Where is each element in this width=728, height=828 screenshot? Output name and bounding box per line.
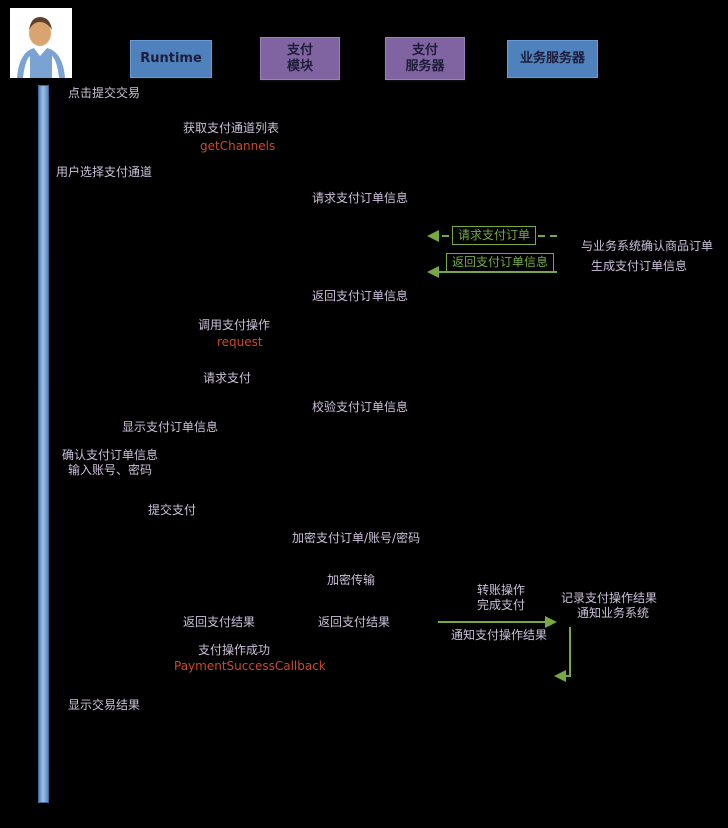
msg-pay-op-success: 支付操作成功 [198,643,271,657]
msg-payment-callback-fn: PaymentSuccessCallback [174,659,326,673]
msg-request-pay: 请求支付 [203,371,252,385]
actor-runtime-label: Runtime [140,51,202,66]
msg-request-order-boxed: 请求支付订单 [452,226,537,245]
msg-encrypt-order: 加密支付订单/账号/密码 [292,531,421,545]
user-activation-bar [38,85,49,803]
msg-request-fn: request [217,335,263,349]
msg-notify-biz: 通知业务系统 [577,606,650,620]
msg-call-pay-op: 调用支付操作 [198,318,271,332]
actor-biz-server: 业务服务器 [507,40,598,78]
actor-pay-module-label-line1: 支付 [286,42,313,58]
msg-return-pay-result-mid: 返回支付结果 [318,615,391,629]
msg-request-order-info: 请求支付订单信息 [312,191,409,205]
msg-submit-pay: 提交支付 [148,503,197,517]
person-icon [10,8,72,78]
actor-pay-module-label-line2: 模块 [286,58,313,74]
msg-show-tx-result: 显示交易结果 [68,698,141,712]
msg-record-op-result: 记录支付操作结果 [561,591,658,605]
actor-runtime: Runtime [130,40,212,78]
msg-confirm-order-info: 确认支付订单信息 [62,448,159,462]
msg-show-order-info: 显示支付订单信息 [122,420,219,434]
msg-return-pay-result-left: 返回支付结果 [183,615,256,629]
msg-return-order-boxed: 返回支付订单信息 [446,253,555,272]
actor-pay-server: 支付 服务器 [385,37,465,80]
actor-pay-server-label-line1: 支付 [411,42,438,58]
msg-gen-order-info: 生成支付订单信息 [591,259,688,273]
actor-pay-server-label-line2: 服务器 [405,58,445,74]
actor-pay-module: 支付 模块 [260,37,340,80]
msg-verify-order-info: 校验支付订单信息 [312,400,409,414]
user-avatar [10,8,72,78]
msg-return-order-info: 返回支付订单信息 [312,289,409,303]
msg-click-submit: 点击提交交易 [68,86,141,100]
msg-transfer-op: 转账操作 [477,583,526,597]
actor-biz-server-label: 业务服务器 [519,51,585,66]
notify-op-result-arrow [438,616,557,628]
msg-notify-op-result: 通知支付操作结果 [451,628,548,642]
msg-getchannels-fn: getChannels [200,139,276,153]
callback-return-arrow [554,627,571,682]
msg-get-channel-list: 获取支付通道列表 [183,121,280,135]
msg-confirm-goods-order: 与业务系统确认商品订单 [581,239,714,253]
msg-user-select-channel: 用户选择支付通道 [56,165,153,179]
msg-input-account-pwd: 输入账号、密码 [68,463,153,477]
msg-complete-pay: 完成支付 [477,598,526,612]
return-order-solid-arrow [427,266,557,278]
msg-encrypt-transport: 加密传输 [327,573,376,587]
